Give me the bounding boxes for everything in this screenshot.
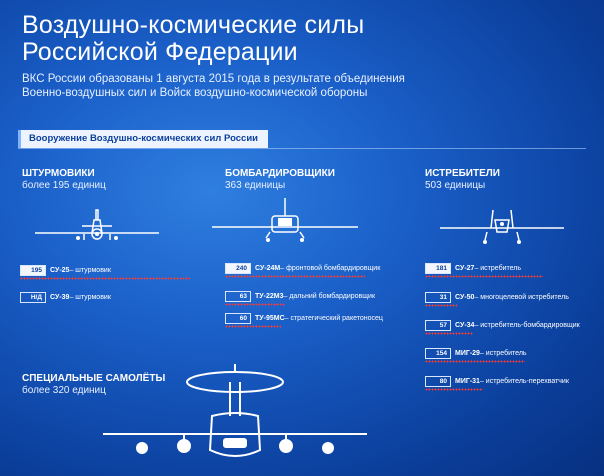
fighters-item-number: 31 <box>425 292 451 303</box>
bombers-item-number: 240 <box>225 263 251 274</box>
bombers-item-number: 63 <box>225 291 251 302</box>
attack-item-desc: – штурмовик <box>69 293 111 301</box>
title-line-2: Российской Федерации <box>22 38 298 66</box>
fighters-item-desc: – истребитель-перехватчик <box>479 377 569 385</box>
bombers-count: 363 единицы <box>225 180 286 191</box>
fighters-item-mig29: 154 МИГ-29 – истребитель <box>425 348 527 359</box>
a50-awacs-plane-icon <box>103 364 367 457</box>
bombers-item-number: 60 <box>225 313 251 324</box>
subtitle-line-2: Военно-воздушных сил и Войск воздушно-ко… <box>22 87 368 99</box>
special-header: СПЕЦИАЛЬНЫЕ САМОЛЁТЫ более 320 единиц <box>22 373 165 397</box>
fighters-item-model: МИГ-29 <box>455 349 480 357</box>
su25-plane-icon <box>35 209 159 240</box>
fighters-item-model: СУ-34 <box>455 321 475 329</box>
fighters-item-model: СУ-27 <box>455 264 475 272</box>
fighters-dots-su27 <box>425 275 543 278</box>
subtitle-line-1: ВКС России образованы 1 августа 2015 год… <box>22 73 405 85</box>
page-subtitle: ВКС России образованы 1 августа 2015 год… <box>22 72 405 100</box>
su24-plane-icon <box>212 198 358 242</box>
bombers-header: БОМБАРДИРОВЩИКИ 363 единицы <box>225 168 335 192</box>
bombers-dots-tu95ms <box>225 325 281 328</box>
bombers-item-tu22m3: 63 ТУ-22М3 – дальний бомбардировщик <box>225 291 375 302</box>
bombers-item-model: СУ-24М <box>255 264 281 272</box>
bombers-title: БОМБАРДИРОВЩИКИ <box>225 168 335 179</box>
fighters-item-desc: – многоцелевой истребитель <box>474 293 569 301</box>
bombers-item-model: ТУ-95МС <box>255 314 285 322</box>
fighters-dots-mig31 <box>425 388 483 391</box>
fighters-item-desc: – истребитель-бомбардировщик <box>474 321 580 329</box>
fighters-count: 503 единицы <box>425 180 486 191</box>
fighters-item-desc: – истребитель <box>474 264 522 272</box>
section-banner: Вооружение Воздушно-космических сил Росс… <box>18 130 269 148</box>
section-divider <box>18 148 586 149</box>
page-title: Воздушно-космические силы Российской Фед… <box>22 12 364 66</box>
bombers-dots-su24m <box>225 275 365 278</box>
fighters-dots-su34 <box>425 332 473 335</box>
attack-item-number: 195 <box>20 265 46 276</box>
su27-plane-icon <box>440 209 564 244</box>
fighters-item-number: 57 <box>425 320 451 331</box>
fighters-item-number: 181 <box>425 263 451 274</box>
fighters-item-su27: 181 СУ-27 – истребитель <box>425 263 521 274</box>
bombers-item-su24m: 240 СУ-24М – фронтовой бомбардировщик <box>225 263 380 274</box>
fighters-item-su34: 57 СУ-34 – истребитель-бомбардировщик <box>425 320 580 331</box>
fighters-item-desc: – истребитель <box>479 349 527 357</box>
attack-item-number: Н/Д <box>20 292 46 303</box>
fighters-dots-mig29 <box>425 360 525 363</box>
attack-dots-su25 <box>20 277 190 280</box>
fighters-title: ИСТРЕБИТЕЛИ <box>425 168 500 179</box>
fighters-item-number: 80 <box>425 376 451 387</box>
bombers-dots-tu22m3 <box>225 303 285 306</box>
attack-item-model: СУ-25 <box>50 266 70 274</box>
fighters-item-model: МИГ-31 <box>455 377 480 385</box>
fighters-item-mig31: 80 МИГ-31 – истребитель-перехватчик <box>425 376 569 387</box>
bombers-item-desc: – дальний бомбардировщик <box>283 292 376 300</box>
attack-header: ШТУРМОВИКИ более 195 единиц <box>22 168 106 192</box>
fighters-item-number: 154 <box>425 348 451 359</box>
title-line-1: Воздушно-космические силы <box>22 11 365 39</box>
bombers-item-model: ТУ-22М3 <box>255 292 284 300</box>
bombers-item-tu95ms: 60 ТУ-95МС – стратегический ракетоносец <box>225 313 383 324</box>
fighters-item-su50: 31 СУ-50 – многоцелевой истребитель <box>425 292 569 303</box>
fighters-header: ИСТРЕБИТЕЛИ 503 единицы <box>425 168 500 192</box>
attack-item-su39: Н/Д СУ-39 – штурмовик <box>20 292 111 303</box>
bombers-item-desc: – фронтовой бомбардировщик <box>280 264 381 272</box>
attack-title: ШТУРМОВИКИ <box>22 168 95 179</box>
attack-count: более 195 единиц <box>22 180 106 191</box>
fighters-item-model: СУ-50 <box>455 293 475 301</box>
bombers-item-desc: – стратегический ракетоносец <box>284 314 383 322</box>
fighters-dots-su50 <box>425 304 457 307</box>
attack-item-model: СУ-39 <box>50 293 70 301</box>
special-title: СПЕЦИАЛЬНЫЕ САМОЛЁТЫ <box>22 373 166 384</box>
attack-item-desc: – штурмовик <box>69 266 111 274</box>
special-count: более 320 единиц <box>22 385 106 396</box>
attack-item-su25: 195 СУ-25 – штурмовик <box>20 265 111 276</box>
